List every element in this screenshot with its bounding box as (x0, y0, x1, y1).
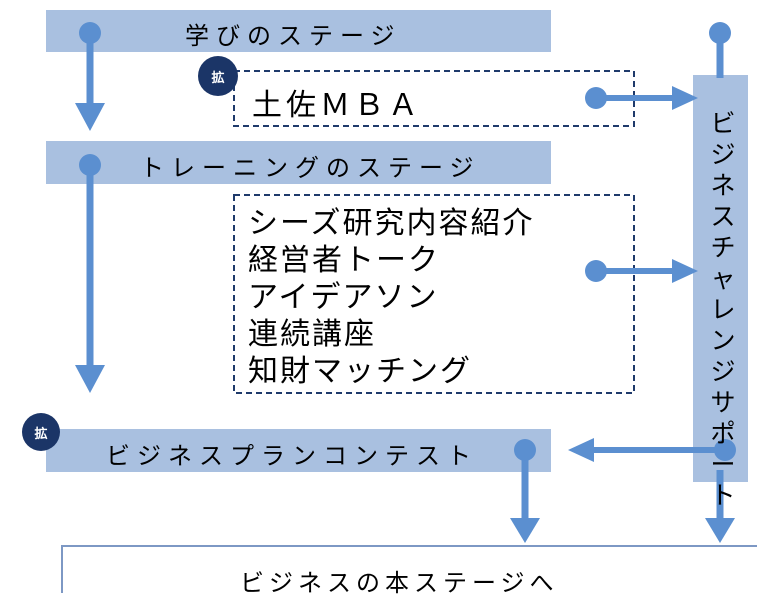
arrow-mba-head (672, 86, 698, 110)
support-label-char: ジ (710, 140, 736, 169)
training-stage-bar (46, 141, 551, 184)
contest-stage-label: ビジネスプランコンテスト (106, 442, 478, 470)
dot-programs (585, 260, 607, 282)
training-item: 経営者トーク (248, 243, 440, 278)
support-label-char: ポ (710, 419, 736, 448)
arrow-contest-head (510, 518, 540, 543)
contest-stage-bar (46, 429, 551, 472)
support-label-char: ン (710, 326, 736, 355)
expansion-badge-contest: 拡 (22, 413, 60, 451)
support-label-char: ト (710, 481, 736, 510)
arrow-learning-head (75, 103, 105, 131)
dot-training (79, 154, 101, 176)
support-label-char: レ (710, 295, 736, 324)
training-item: 知財マッチング (248, 354, 472, 389)
training-item: 連続講座 (248, 317, 376, 352)
dot-learning (79, 22, 101, 44)
arrow-support-contest-head (568, 438, 594, 462)
training-item: シーズ研究内容紹介 (248, 206, 535, 241)
arrow-programs-head (672, 259, 698, 283)
dot-contest (514, 439, 536, 461)
dot-support-top (709, 22, 731, 44)
support-bar (693, 75, 748, 482)
mba-dashed-box (233, 70, 635, 127)
dot-support-contest (714, 439, 736, 461)
training-item: アイデアソン (248, 280, 439, 315)
dot-mba (585, 87, 607, 109)
support-label-char: ジ (710, 357, 736, 386)
training-stage-label: トレーニングのステージ (140, 154, 481, 182)
programs-dashed-box (233, 194, 635, 394)
support-label-char: ー (710, 450, 736, 479)
support-label-char: ャ (710, 264, 736, 293)
learning-stage-bar (46, 10, 551, 52)
mba-label: 土佐ＭＢＡ (252, 88, 422, 123)
support-label: ビジネスチャレンジサポート (700, 108, 746, 511)
support-label-char: サ (710, 388, 736, 417)
final-stage-box (61, 545, 757, 593)
support-label-char: ス (710, 202, 736, 231)
final-stage-label: ビジネスの本ステージへ (240, 569, 559, 597)
support-label-char: ネ (710, 171, 736, 200)
arrow-training-head (75, 365, 105, 393)
expansion-badge-mba: 拡 (198, 56, 238, 96)
arrow-support-head (705, 518, 735, 543)
learning-stage-label: 学びのステージ (185, 22, 402, 50)
support-label-char: ビ (710, 109, 736, 138)
support-label-char: チ (710, 233, 736, 262)
training-items-list: シーズ研究内容紹介 経営者トーク アイデアソン 連続講座 知財マッチング (248, 205, 535, 390)
